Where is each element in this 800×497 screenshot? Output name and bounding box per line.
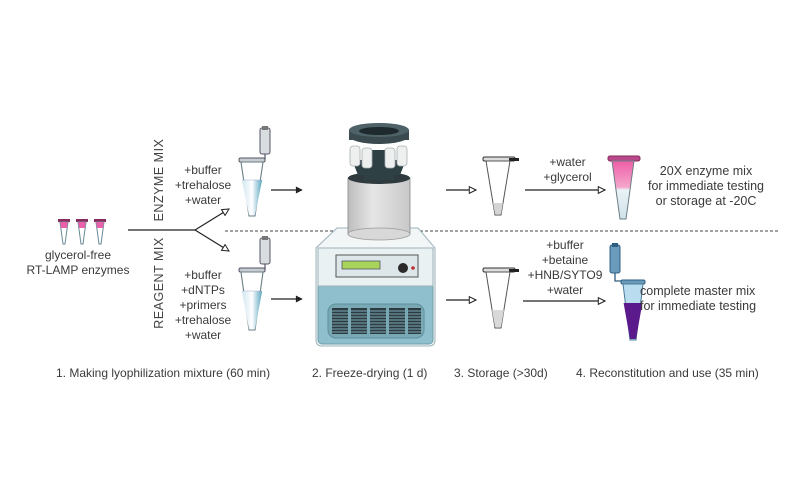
step-label-2: 2. Freeze-drying (1 d) bbox=[312, 366, 428, 380]
reagent-mix-label: REAGENT MIX bbox=[152, 237, 166, 329]
start-label-line: RT-LAMP enzymes bbox=[26, 263, 130, 277]
enzyme-reconstitution-list: +water +glycerol bbox=[530, 155, 605, 185]
additive: +water bbox=[184, 193, 222, 207]
additive: +glycerol bbox=[543, 170, 592, 184]
reagent-additives-list: +buffer +dNTPs +primers +trehalose +wate… bbox=[168, 268, 238, 343]
enzyme-additives-list: +buffer +trehalose +water bbox=[168, 163, 238, 208]
additive: +water bbox=[549, 155, 586, 169]
enzyme-result-text: 20X enzyme mix for immediate testing or … bbox=[636, 164, 776, 209]
additive: +buffer bbox=[546, 238, 584, 252]
additive: +primers bbox=[179, 298, 227, 312]
enzyme-mix-label: ENZYME MIX bbox=[152, 138, 166, 222]
small-tube-icon bbox=[76, 219, 88, 245]
start-label-line: glycerol-free bbox=[44, 248, 112, 262]
result-line: complete master mix bbox=[640, 284, 756, 298]
additive: +water bbox=[546, 283, 584, 297]
additive: +HNB/SYTO9 bbox=[527, 268, 603, 282]
enzyme-mix-tube-icon bbox=[238, 126, 271, 217]
result-line: 20X enzyme mix bbox=[659, 164, 753, 178]
result-line: for immediate testing bbox=[647, 179, 765, 193]
arrow-to-enzyme-tube bbox=[194, 209, 229, 231]
additive: +dNTPs bbox=[181, 283, 225, 297]
additive: +buffer bbox=[184, 268, 222, 282]
additive: +water bbox=[184, 328, 222, 342]
freeze-dryer-icon bbox=[315, 123, 436, 347]
additive: +trehalose bbox=[174, 313, 232, 327]
result-line: for immediate testing bbox=[640, 299, 757, 313]
reagent-storage-tube-icon bbox=[482, 267, 519, 329]
result-line: or storage at -20C bbox=[655, 194, 757, 208]
step-label-4: 4. Reconstitution and use (35 min) bbox=[576, 366, 759, 380]
reagent-final-tube-icon bbox=[609, 243, 646, 341]
start-label: glycerol-free RT-LAMP enzymes bbox=[18, 248, 138, 278]
reagent-reconstitution-list: +buffer +betaine +HNB/SYTO9 +water bbox=[515, 238, 615, 298]
branch-arrows bbox=[128, 209, 229, 251]
additive: +trehalose bbox=[174, 178, 232, 192]
reagent-mix-tube-icon bbox=[238, 236, 271, 331]
step-label-3: 3. Storage (>30d) bbox=[454, 366, 548, 380]
small-tube-icon bbox=[94, 219, 106, 245]
start-tubes bbox=[58, 219, 106, 245]
enzyme-final-tube-icon bbox=[607, 155, 641, 220]
step-label-1: 1. Making lyophilization mixture (60 min… bbox=[56, 366, 271, 380]
arrow-to-reagent-tube bbox=[194, 229, 229, 251]
additive: +buffer bbox=[184, 163, 222, 177]
enzyme-storage-tube-icon bbox=[482, 156, 519, 216]
reagent-result-text: complete master mix for immediate testin… bbox=[640, 284, 780, 314]
additive: +betaine bbox=[541, 253, 589, 267]
small-tube-icon bbox=[58, 219, 70, 245]
